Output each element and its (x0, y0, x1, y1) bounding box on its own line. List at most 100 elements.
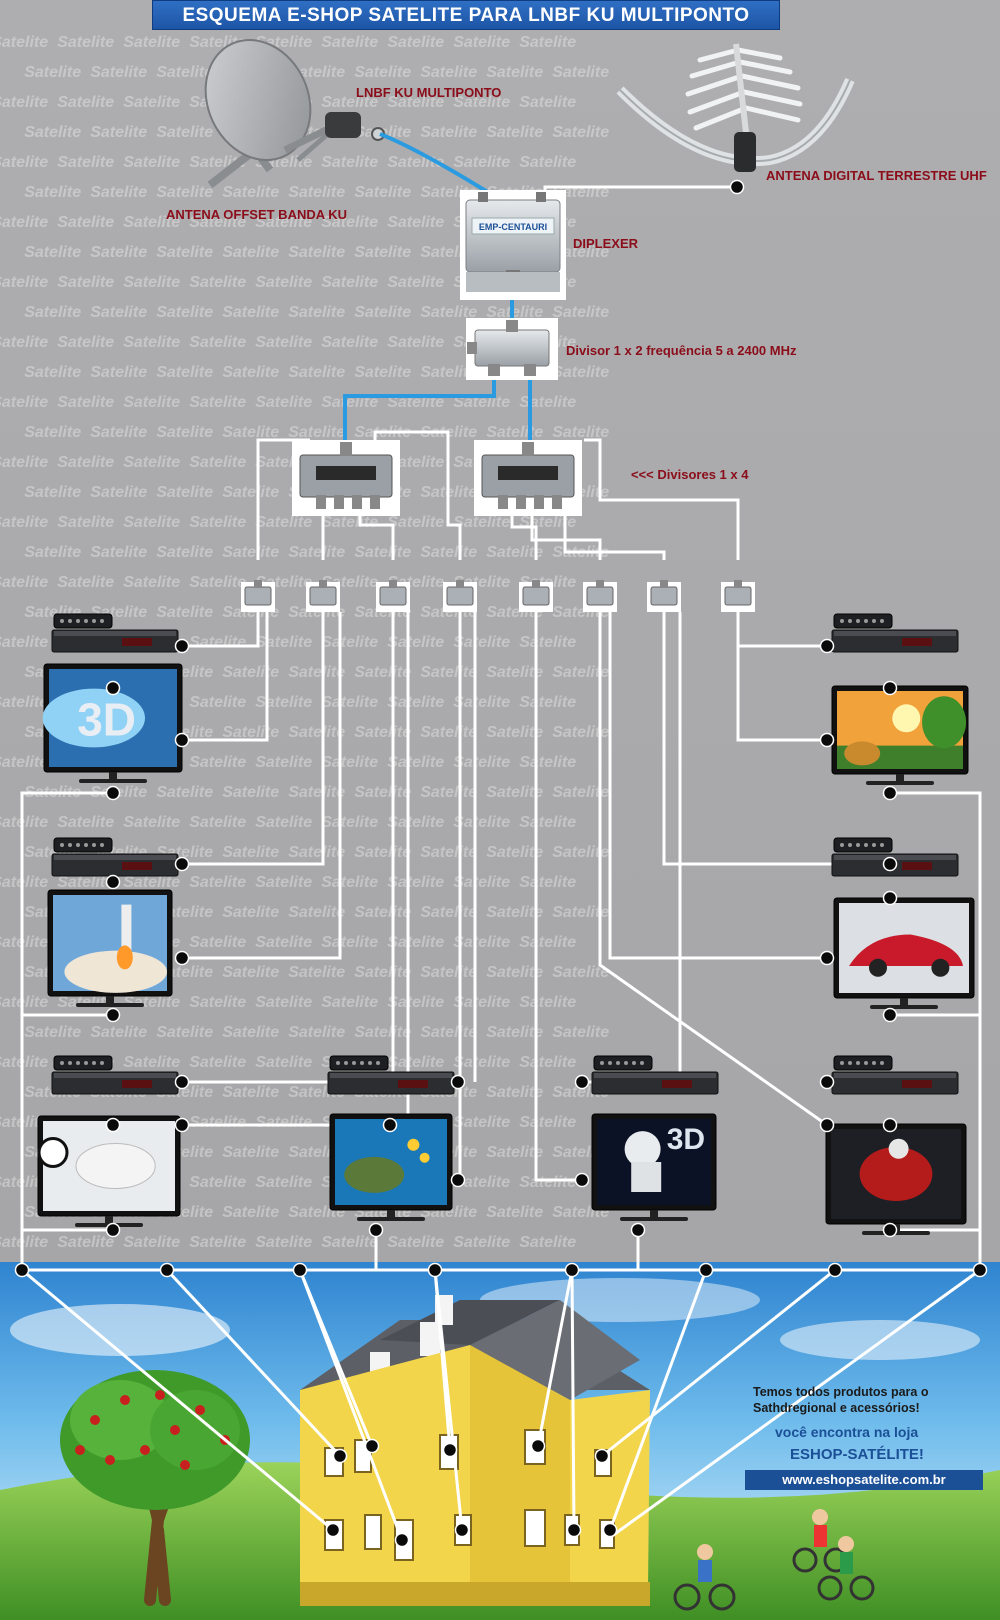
remote-button (68, 619, 72, 623)
receiver-display (122, 862, 152, 870)
remote-button (368, 1061, 372, 1065)
connection-dot (105, 1222, 121, 1238)
connection-dot (105, 1007, 121, 1023)
receiver-top (54, 1073, 176, 1078)
car-wheel (931, 958, 950, 977)
remote-control (833, 837, 893, 853)
player (859, 1147, 933, 1201)
remote-button (76, 619, 80, 623)
remote-control (329, 1055, 389, 1071)
kids-on-bikes (673, 1509, 875, 1611)
coax-cable (736, 612, 827, 742)
splitter-body (586, 586, 614, 606)
connection-dot (819, 950, 835, 966)
connection-dot (882, 1007, 898, 1023)
remote-button (848, 843, 852, 847)
coax-cable (298, 1269, 404, 1541)
tv-neck (896, 774, 904, 782)
coax-cable (182, 612, 325, 866)
splitter-body (522, 586, 550, 606)
connection-dot (972, 1262, 988, 1278)
small-splitter (721, 580, 755, 612)
receiver-top (834, 855, 956, 860)
divisor-1x4-right (474, 440, 582, 516)
remote-button (872, 619, 876, 623)
coax-cable (736, 612, 827, 648)
small-splitter (306, 580, 340, 612)
coax-cable (182, 612, 410, 1127)
satellite-receiver (831, 1055, 959, 1095)
small-splitter (241, 580, 275, 612)
cloud (10, 1304, 230, 1356)
coax-cable (570, 1269, 576, 1531)
remote-button (856, 619, 860, 623)
tv-scene-3d-splash: 3D (42, 669, 177, 767)
coax-cable (611, 1268, 981, 1538)
connection-dot (564, 1262, 580, 1278)
small-splitter (583, 580, 617, 612)
television (831, 685, 969, 785)
splitter-body (724, 586, 752, 606)
tv-scene-rocket-launch (53, 895, 167, 993)
divisor-1x4-left (292, 440, 400, 516)
remote-button (68, 843, 72, 847)
remote-button (84, 843, 88, 847)
flame (116, 945, 133, 970)
satellite-receiver (327, 1055, 455, 1095)
coax-cable (584, 438, 740, 560)
remote-button (60, 843, 64, 847)
fish (407, 1138, 420, 1151)
television (833, 897, 975, 1009)
rocket (121, 904, 132, 953)
splitter-port (319, 580, 327, 588)
remote-button (76, 843, 80, 847)
connection-dot (602, 1522, 618, 1538)
connection-dot (827, 1262, 843, 1278)
coax-cable (563, 515, 666, 560)
remote-button (68, 1061, 72, 1065)
lion (844, 741, 881, 766)
connection-dot (159, 1262, 175, 1278)
connection-dot (574, 1074, 590, 1090)
connection-dot (105, 1117, 121, 1133)
remote-button (344, 1061, 348, 1065)
coax-cable (182, 612, 269, 742)
remote-button (864, 843, 868, 847)
connection-dot (530, 1438, 546, 1454)
tv-stand (870, 1005, 938, 1009)
connection-dot (454, 1522, 470, 1538)
remote-button (856, 843, 860, 847)
remote-button (352, 1061, 356, 1065)
coax-cable (601, 1268, 836, 1458)
remote-button (640, 1061, 644, 1065)
receiver-top (54, 631, 176, 636)
tv-stand (866, 781, 934, 785)
tv-neck (109, 772, 117, 780)
label-diplexer: DIPLEXER (573, 236, 639, 251)
connection-dot (594, 1448, 610, 1464)
label-divisores-1x4: <<< Divisores 1 x 4 (631, 467, 749, 482)
connection-dot (174, 856, 190, 872)
coax-cable (182, 612, 395, 1084)
player (75, 1143, 156, 1189)
tv-neck (106, 996, 114, 1004)
splitter-body (379, 586, 407, 606)
receiver-top (54, 855, 176, 860)
remote-button (76, 1061, 80, 1065)
connection-dot (819, 732, 835, 748)
coax-cable (598, 612, 828, 1127)
remote-button (624, 1061, 628, 1065)
remote-button (840, 619, 844, 623)
remote-button (60, 619, 64, 623)
connection-dot (882, 680, 898, 696)
apple-tree (60, 1370, 250, 1606)
receiver-top (330, 1073, 452, 1078)
promo-url-link[interactable]: www.eshopsatelite.com.br (745, 1470, 983, 1490)
connection-dot (882, 1222, 898, 1238)
connection-dot (819, 1117, 835, 1133)
splitter-port (734, 580, 742, 588)
splitter-body (446, 586, 474, 606)
receiver-display (122, 638, 152, 646)
connection-dot (882, 856, 898, 872)
connection-dot (819, 1074, 835, 1090)
